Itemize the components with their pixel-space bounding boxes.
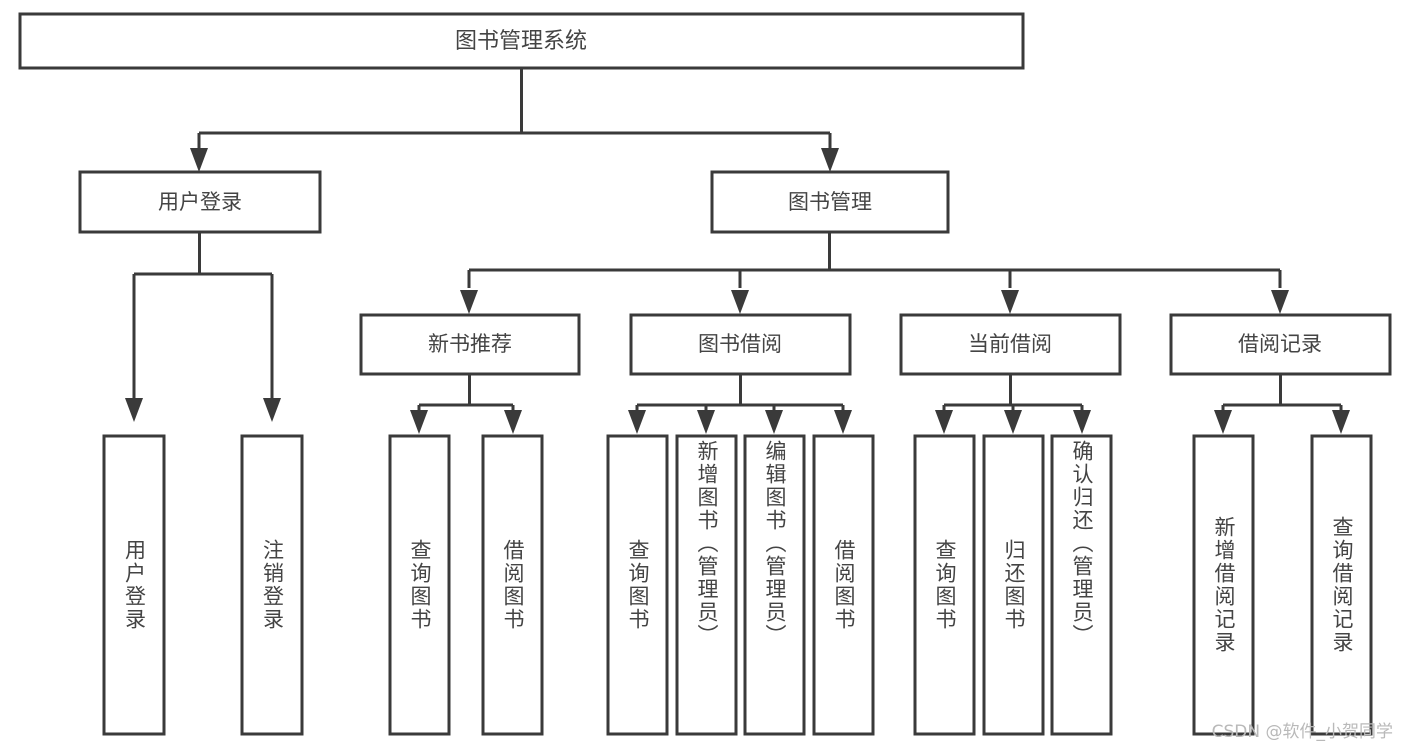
node-leaf-query-book-3-rect[interactable] [913,434,976,736]
node-leaf-query-record[interactable] [1310,434,1373,736]
node-leaf-edit-book-rect[interactable] [743,434,806,736]
node-leaf-borrow-book-2[interactable] [812,434,875,736]
connector-group-borrow-record [1214,374,1350,434]
node-leaf-confirm-return-rect[interactable] [1050,434,1113,736]
node-new-book-recommend-label: 新书推荐 [428,332,512,356]
node-new-book-recommend-rect[interactable] [359,313,581,376]
node-leaf-return-book[interactable] [982,434,1045,736]
node-leaf-query-book-2-label: 查询图书 [626,539,650,631]
node-leaf-logout[interactable] [240,434,304,736]
node-leaf-return-book-rect[interactable] [982,434,1045,736]
node-leaf-query-book-1-rect[interactable] [388,434,451,736]
node-leaf-add-book-rect[interactable] [675,434,738,736]
node-leaf-add-record[interactable] [1192,434,1255,736]
connector-group-new-book-recommend [410,374,522,434]
node-leaf-add-book-label: 新增图书（管理员） [695,440,719,647]
node-user-login-rect[interactable] [78,170,322,234]
node-leaf-edit-book-label: 编辑图书（管理员） [763,440,787,647]
node-leaf-borrow-book-2-rect[interactable] [812,434,875,736]
node-leaf-borrow-book-1-rect[interactable] [481,434,544,736]
node-leaf-borrow-book-1[interactable] [481,434,544,736]
node-leaf-query-book-3-label: 查询图书 [933,539,957,631]
node-leaf-logout-label: 注销登录 [260,539,285,631]
node-current-borrow[interactable]: 当前借阅 [899,313,1122,376]
node-leaf-return-book-label: 归还图书 [1002,539,1026,631]
connector-group-current-borrow [935,374,1091,434]
node-leaf-add-record-label: 新增借阅记录 [1212,516,1236,654]
node-book-borrow-rect[interactable] [629,313,852,376]
node-leaf-borrow-book-2-label: 借阅图书 [832,539,856,631]
node-leaf-query-book-3[interactable] [913,434,976,736]
node-borrow-record-label: 借阅记录 [1238,332,1322,356]
node-leaf-user-login-rect[interactable] [102,434,166,736]
node-leaf-query-book-1[interactable] [388,434,451,736]
node-leaf-logout-rect[interactable] [240,434,304,736]
node-leaf-query-book-2[interactable] [606,434,669,736]
node-leaf-query-book-2-rect[interactable] [606,434,669,736]
node-leaf-user-login[interactable] [102,434,166,736]
node-leaf-edit-book[interactable] [743,434,806,736]
node-leaf-query-book-1-label: 查询图书 [408,539,432,631]
node-leaf-confirm-return[interactable] [1050,434,1113,736]
node-root[interactable]: 图书管理系统 [18,12,1025,70]
node-current-borrow-rect[interactable] [899,313,1122,376]
node-borrow-record-rect[interactable] [1169,313,1392,376]
connector-group-book-borrow [628,374,852,434]
node-book-borrow-label: 图书借阅 [698,332,782,356]
node-leaf-add-record-rect[interactable] [1192,434,1255,736]
node-leaf-user-login-label: 用户登录 [122,539,147,631]
node-book-management[interactable]: 图书管理 [710,170,950,234]
node-book-management-rect[interactable] [710,170,950,234]
node-leaf-query-record-rect[interactable] [1310,434,1373,736]
node-root-label: 图书管理系统 [455,29,587,54]
connector-group-root [190,68,839,172]
node-book-borrow[interactable]: 图书借阅 [629,313,852,376]
node-leaf-confirm-return-label: 确认归还（管理员） [1070,440,1094,647]
node-user-login-label: 用户登录 [158,190,242,214]
node-borrow-record[interactable]: 借阅记录 [1169,313,1392,376]
node-user-login[interactable]: 用户登录 [78,170,322,234]
node-book-management-label: 图书管理 [788,190,872,214]
connector-group-user-login [125,232,281,422]
node-root-rect[interactable] [18,12,1025,70]
node-leaf-borrow-book-1-label: 借阅图书 [501,539,525,631]
node-new-book-recommend[interactable]: 新书推荐 [359,313,581,376]
node-leaf-add-book[interactable] [675,434,738,736]
node-leaf-query-record-label: 查询借阅记录 [1330,516,1354,654]
node-current-borrow-label: 当前借阅 [968,332,1052,356]
connector-group-book-management [460,232,1289,314]
